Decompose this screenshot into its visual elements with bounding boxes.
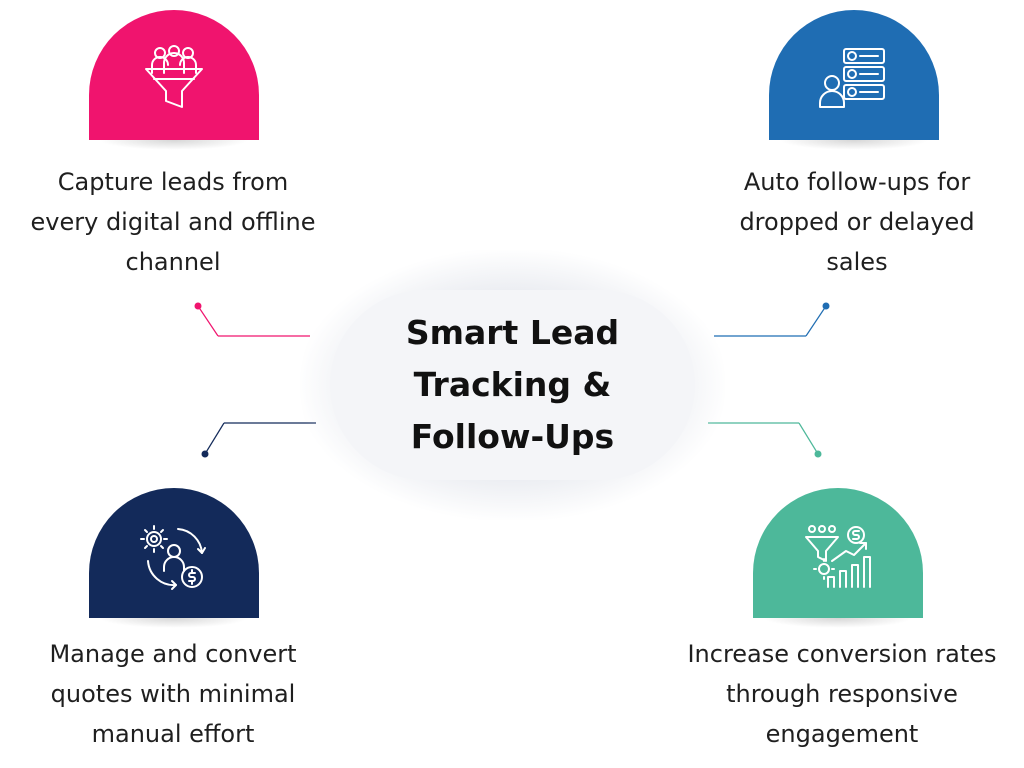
badge-increase [753, 488, 923, 628]
funnel-growth-chart-icon [805, 525, 871, 588]
gear-cycle-dollar-icon [140, 525, 206, 590]
funnel-people-icon [145, 45, 203, 108]
caption-manage: Manage and convert quotes with minimal m… [49, 640, 297, 748]
caption-increase: Increase conversion rates through respon… [687, 640, 997, 748]
caption-auto-follow: Auto follow-ups for dropped or delayed s… [739, 168, 975, 276]
connector-auto-follow [714, 302, 830, 337]
badge-auto-follow [769, 10, 939, 150]
connector-increase [708, 422, 822, 458]
checklist-user-icon [819, 48, 885, 108]
badge-capture [89, 10, 259, 150]
caption-capture: Capture leads from every digital and off… [30, 168, 316, 276]
connector-capture [194, 302, 310, 337]
hub-title: Smart Lead Tracking & Follow-Ups [405, 313, 620, 456]
badge-manage [89, 488, 259, 628]
hub: Smart Lead Tracking & Follow-Ups [330, 290, 695, 480]
connector-manage [201, 422, 316, 458]
